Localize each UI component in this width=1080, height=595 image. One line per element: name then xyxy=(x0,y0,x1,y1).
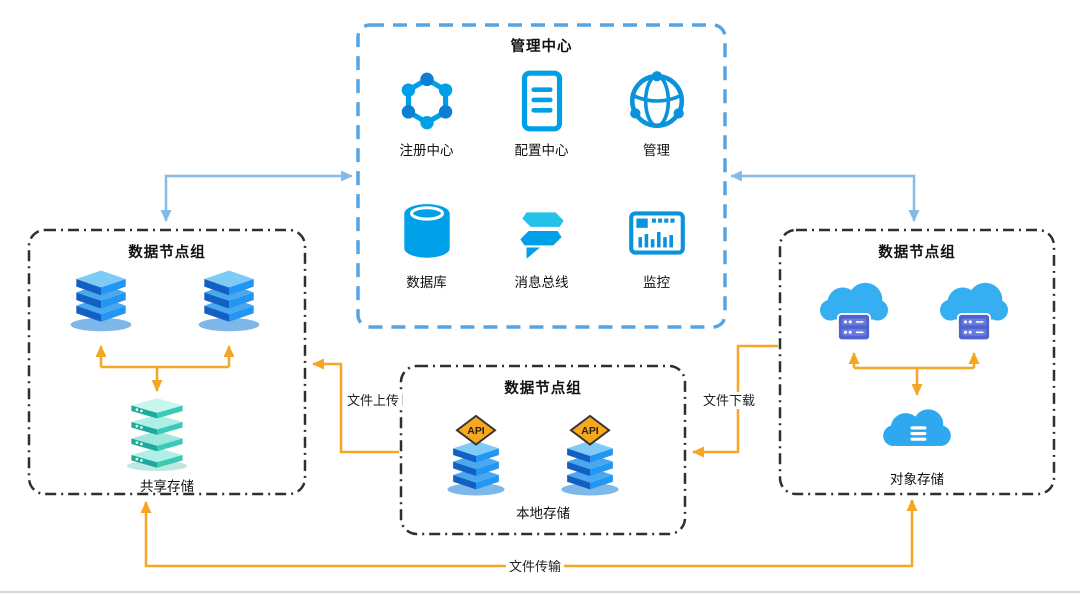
management-row-2: 数据库 消息总线 xyxy=(369,200,714,291)
left-group-border xyxy=(27,228,307,496)
center-group-border xyxy=(399,364,687,536)
shared-storage-icon xyxy=(126,398,188,471)
database-cylinder-icon xyxy=(403,204,450,258)
monitor-dashboard-icon xyxy=(628,211,685,255)
right-group-title: 数据节点组 xyxy=(878,245,956,261)
right-group-border xyxy=(778,228,1056,496)
object-storage-label: 对象存储 xyxy=(890,472,944,487)
transfer-arrow-label: 文件传输 xyxy=(506,558,565,575)
server-stack-icon xyxy=(198,270,260,332)
mgmt-right-link xyxy=(730,170,920,222)
local-storage-label: 本地存储 xyxy=(516,506,570,521)
message-bus-item: 消息总线 xyxy=(487,200,597,291)
config-label: 配置中心 xyxy=(514,143,569,158)
page-bottom-divider xyxy=(0,591,1080,593)
monitor-item: 监控 xyxy=(602,200,712,291)
message-bus-icon xyxy=(519,212,564,259)
registry-label: 注册中心 xyxy=(399,143,454,158)
registry-center-item: 注册中心 xyxy=(372,68,482,159)
config-document-icon xyxy=(521,70,562,132)
right-data-node-group: 数据节点组 xyxy=(778,228,1056,496)
management-center-title: 管理中心 xyxy=(510,39,573,55)
cloud-server-icon xyxy=(940,282,1008,342)
download-arrow-label: 文件下载 xyxy=(700,392,759,409)
center-group-title: 数据节点组 xyxy=(504,381,582,397)
database-item: 数据库 xyxy=(372,200,482,291)
shared-storage-label: 共享存储 xyxy=(140,479,194,494)
api-server-icon: API xyxy=(447,414,505,496)
manage-item: 管理 xyxy=(602,68,712,159)
mgmt-left-link xyxy=(160,170,353,222)
globe-network-icon xyxy=(629,71,684,129)
object-storage-cloud-icon xyxy=(883,409,951,447)
config-center-item: 配置中心 xyxy=(487,68,597,159)
api-badge: API xyxy=(467,426,485,437)
manage-label: 管理 xyxy=(643,143,670,158)
database-label: 数据库 xyxy=(406,275,447,290)
upload-arrow-label: 文件上传 xyxy=(344,392,403,409)
management-row-1: 注册中心 配置中心 xyxy=(369,68,714,159)
server-stack-icon xyxy=(70,270,132,332)
cloud-server-icon xyxy=(820,282,888,342)
api-server-icon: API xyxy=(561,414,619,496)
monitor-label: 监控 xyxy=(643,275,670,290)
management-center-border xyxy=(356,23,727,329)
left-data-node-group: 数据节点组 xyxy=(27,228,307,496)
center-data-node-group: 数据节点组 API API xyxy=(399,364,687,536)
api-badge: API xyxy=(581,426,599,437)
registry-icon xyxy=(401,72,452,130)
message-bus-label: 消息总线 xyxy=(514,275,569,290)
left-group-title: 数据节点组 xyxy=(128,245,206,261)
management-center-panel: 管理中心 注册中心 xyxy=(355,22,728,330)
